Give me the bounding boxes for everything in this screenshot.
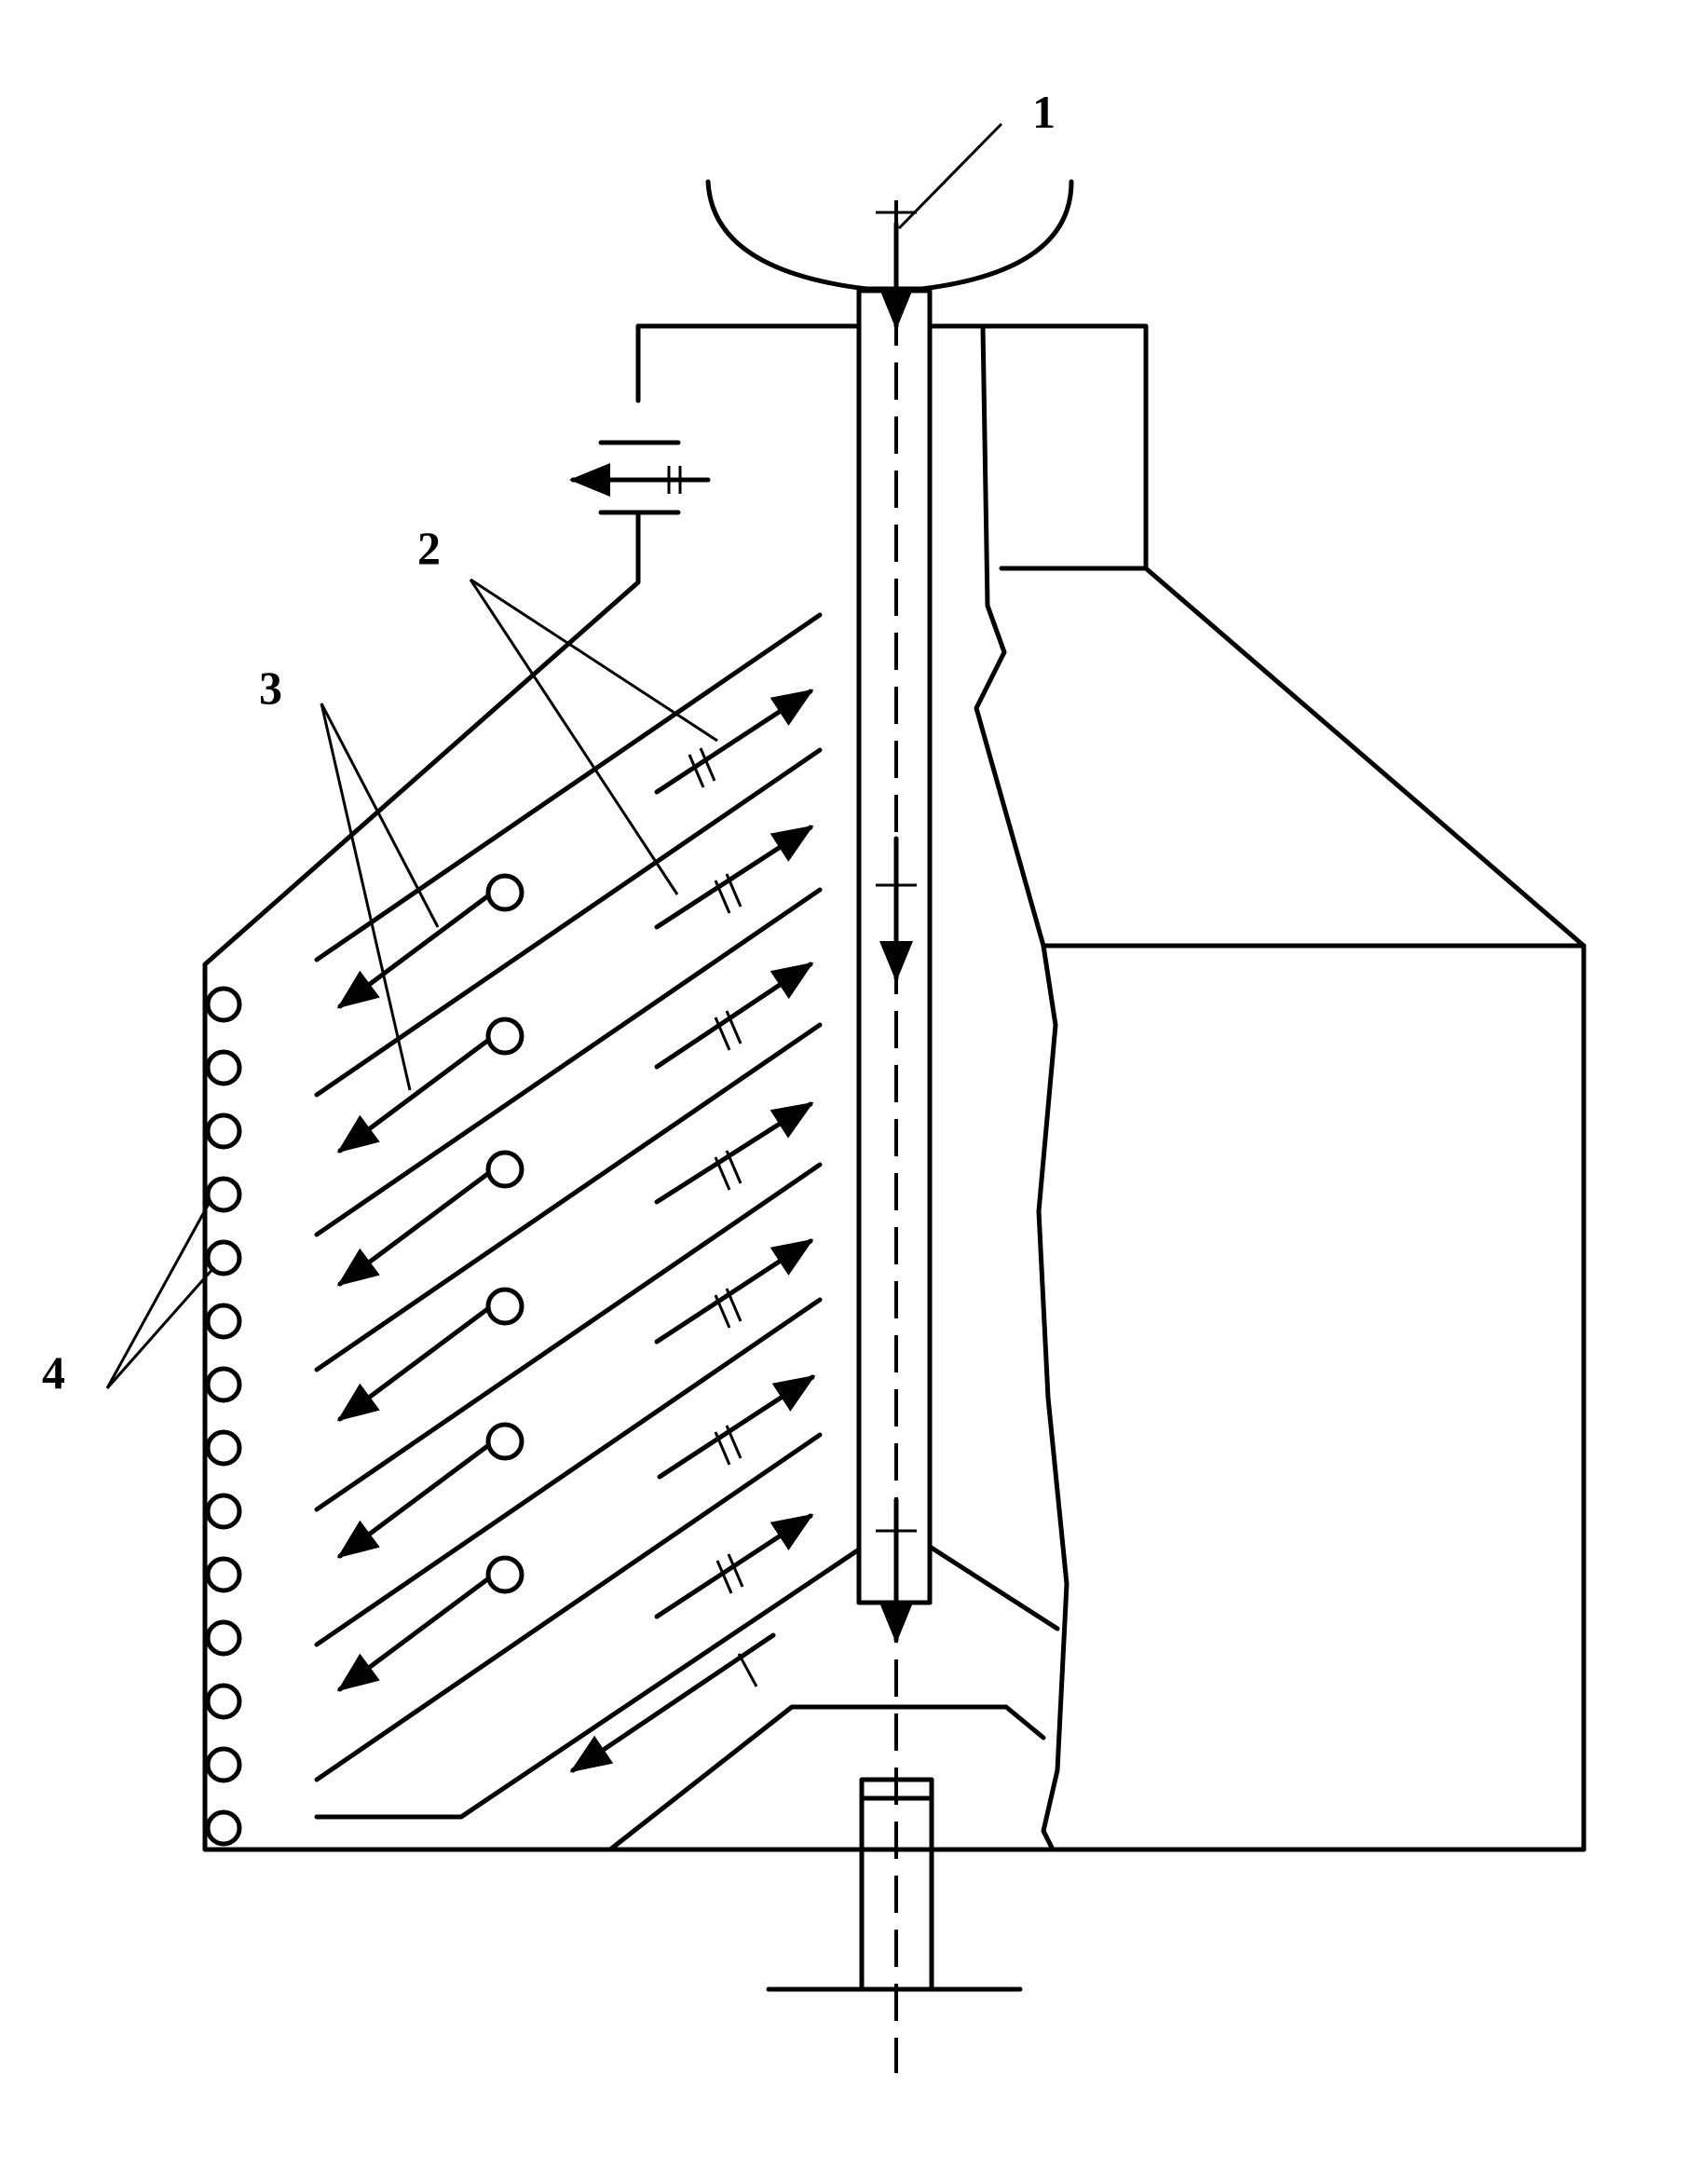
light-phase-arrows bbox=[654, 689, 816, 1619]
leader-lines bbox=[105, 122, 1003, 1389]
disc-stack bbox=[314, 612, 1060, 1852]
feed-into-stack-arrow bbox=[569, 1632, 776, 1773]
label-1: 1 bbox=[1032, 86, 1056, 138]
casing-right bbox=[927, 323, 1587, 1852]
section-break-line bbox=[974, 323, 1069, 1852]
casing-left bbox=[202, 323, 1587, 1852]
spindle bbox=[766, 1777, 1023, 1992]
heavy-phase-arrows bbox=[336, 873, 525, 1692]
wall-nozzles bbox=[205, 986, 242, 1847]
light-phase-outlet bbox=[569, 440, 711, 515]
label-3: 3 bbox=[259, 662, 282, 714]
label-4: 4 bbox=[42, 1346, 65, 1399]
label-2: 2 bbox=[417, 522, 441, 574]
feed-flow-arrows bbox=[876, 211, 917, 1644]
feed-bowl bbox=[705, 179, 1074, 292]
